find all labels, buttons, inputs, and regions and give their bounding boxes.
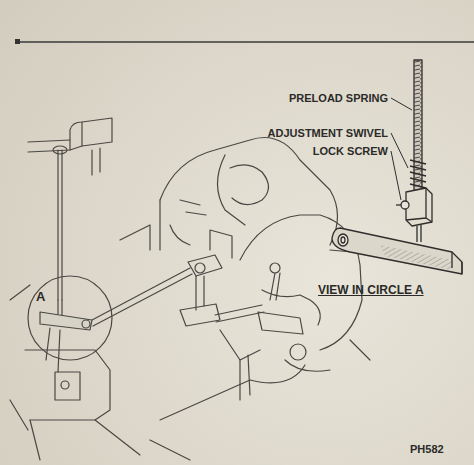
leader-lines xyxy=(391,98,412,200)
view-caption: VIEW IN CIRCLE A xyxy=(318,281,424,299)
part-label: PRELOAD SPRING xyxy=(289,89,388,107)
throttle-linkage xyxy=(10,118,370,460)
top-rule xyxy=(15,39,474,44)
circle-letter: A xyxy=(36,288,45,306)
figure-number: PH582 xyxy=(410,440,444,458)
part-label: ADJUSTMENT SWIVEL LOCK SCREW xyxy=(238,124,388,160)
